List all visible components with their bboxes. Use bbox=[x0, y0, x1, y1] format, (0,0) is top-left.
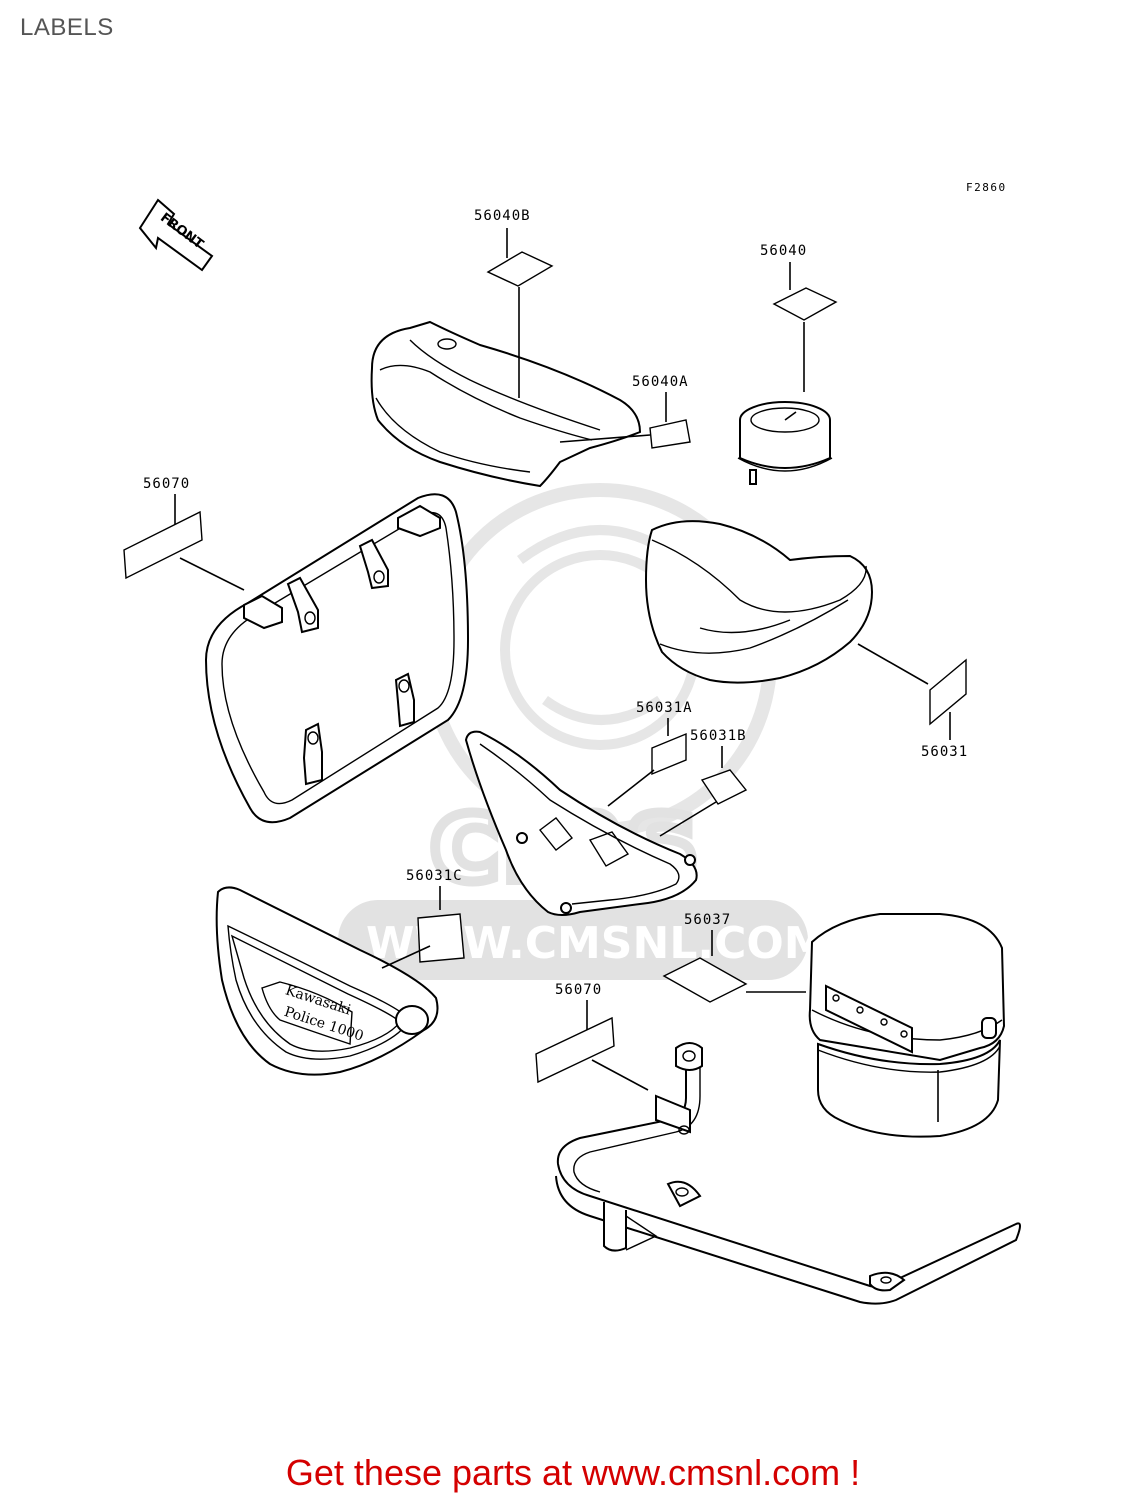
label-56040A: 56040A bbox=[559, 374, 691, 449]
part-code-56037: 56037 bbox=[684, 912, 731, 928]
label-56040: 56040 bbox=[760, 243, 838, 392]
page-title: LABELS bbox=[20, 14, 114, 41]
saddlebag-guard bbox=[204, 493, 470, 824]
part-code-56031B: 56031B bbox=[690, 728, 747, 744]
part-code-56031C: 56031C bbox=[406, 868, 463, 884]
figure-code: F2860 bbox=[966, 181, 1007, 194]
part-code-56070-upper: 56070 bbox=[143, 476, 190, 492]
side-cover-left: Kawasaki Police 1000 bbox=[215, 886, 439, 1076]
label-56070-lower: 56070 bbox=[535, 982, 649, 1091]
label-56031C: 56031C bbox=[381, 868, 465, 969]
part-code-56031A: 56031A bbox=[636, 700, 693, 716]
part-code-56040B: 56040B bbox=[474, 208, 531, 224]
label-56031B: 56031B bbox=[659, 728, 748, 837]
part-code-56070-lower: 56070 bbox=[555, 982, 602, 998]
label-56070-upper: 56070 bbox=[123, 476, 245, 591]
front-arrow-icon: FRONT bbox=[138, 198, 214, 272]
part-code-56040: 56040 bbox=[760, 243, 807, 259]
footer-cta: Get these parts at www.cmsnl.com ! bbox=[285, 1452, 861, 1493]
parts-diagram: cms WWW.CMSNL.COM F2860 FRONT 56040B 560… bbox=[123, 181, 1021, 1305]
label-56031A: 56031A bbox=[607, 700, 693, 807]
label-56040B: 56040B bbox=[474, 208, 554, 398]
fuel-tank bbox=[370, 320, 642, 488]
rear-guard-bar bbox=[555, 1042, 1021, 1305]
saddlebag-box bbox=[808, 913, 1006, 1138]
part-code-56031: 56031 bbox=[921, 744, 968, 760]
label-56037: 56037 bbox=[662, 912, 806, 1003]
seat bbox=[644, 520, 874, 684]
side-cover-right bbox=[464, 730, 698, 916]
label-56031: 56031 bbox=[857, 643, 968, 760]
part-code-56040A: 56040A bbox=[632, 374, 689, 390]
speedometer bbox=[737, 401, 833, 485]
hinge bbox=[825, 984, 913, 1054]
